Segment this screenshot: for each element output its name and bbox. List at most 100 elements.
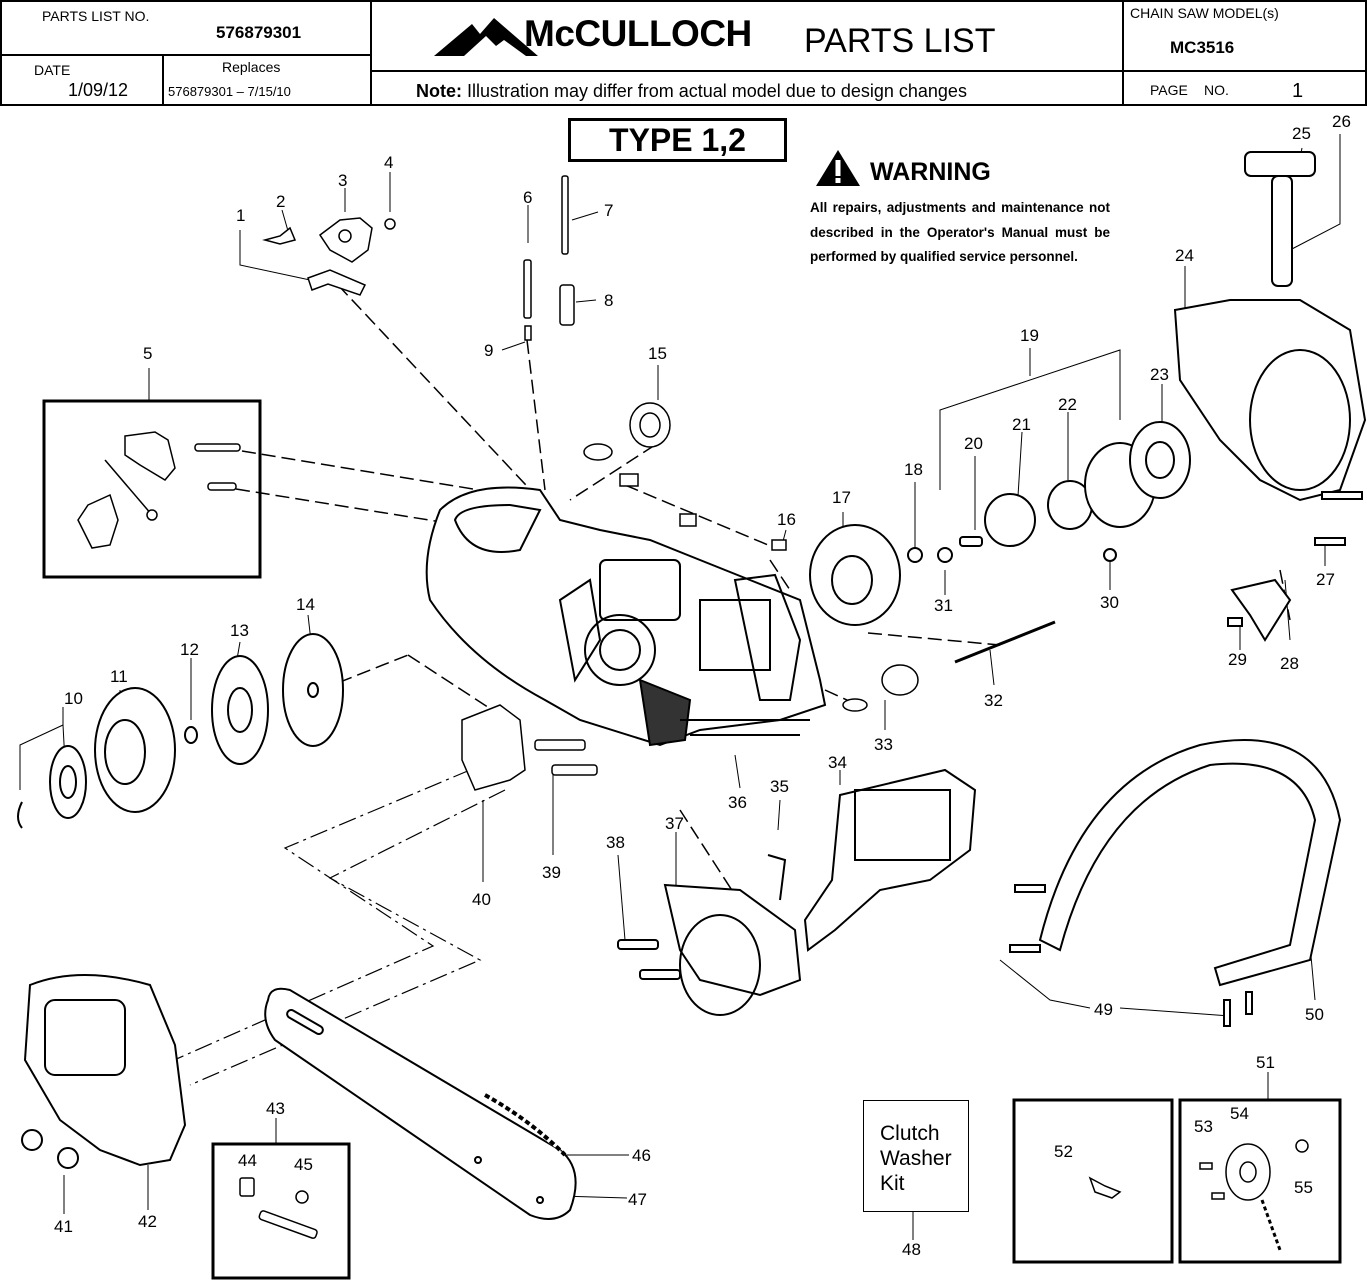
flywheel xyxy=(809,524,953,626)
part-number: 39 xyxy=(542,863,561,882)
pins xyxy=(523,175,575,341)
note-cell: Note: Illustration may differ from actua… xyxy=(370,70,1124,106)
part-number: 48 xyxy=(902,1240,921,1259)
part-number: 54 xyxy=(1230,1104,1249,1123)
parts-list-no: 576879301 xyxy=(216,23,302,42)
part-number: 13 xyxy=(230,621,249,640)
note-bold: Note: xyxy=(416,81,462,101)
part-number: 6 xyxy=(523,188,532,207)
clutch-kit-line-3: Kit xyxy=(880,1172,905,1195)
part-number: 38 xyxy=(606,833,625,852)
page-label: PAGE xyxy=(1150,82,1188,98)
part-43-contents xyxy=(239,1177,318,1239)
part-number: 20 xyxy=(964,434,983,453)
starter-housing xyxy=(1103,151,1367,642)
part-5-contents xyxy=(77,431,241,549)
part-number: 42 xyxy=(138,1212,157,1231)
part-number: 3 xyxy=(338,171,347,190)
date-label: DATE xyxy=(34,62,71,78)
guide-lines xyxy=(235,284,1291,896)
doc-title: PARTS LIST xyxy=(804,22,996,60)
part-number: 33 xyxy=(874,735,893,754)
part-number: 23 xyxy=(1150,365,1169,384)
part-number: 27 xyxy=(1316,570,1335,589)
part-number: 24 xyxy=(1175,246,1194,265)
part-number: 55 xyxy=(1294,1178,1313,1197)
part-number: 2 xyxy=(276,192,285,211)
guide-bar xyxy=(264,987,577,1220)
part-number: 53 xyxy=(1194,1117,1213,1136)
part-number: 35 xyxy=(770,777,789,796)
date-value: 1/09/12 xyxy=(68,80,129,100)
clutch-parts xyxy=(17,633,344,829)
starter-parts xyxy=(959,421,1191,547)
part-number: 4 xyxy=(384,153,393,172)
part-number: 22 xyxy=(1058,395,1077,414)
plate-and-bolts xyxy=(461,704,598,791)
warning-triangle-icon xyxy=(816,150,860,186)
part-number: 51 xyxy=(1256,1053,1275,1072)
chain-cover xyxy=(21,974,187,1169)
part-number: 25 xyxy=(1292,124,1311,143)
brand-name: McCULLOCH xyxy=(524,13,752,54)
replaces-value: 576879301 – 7/15/10 xyxy=(168,84,291,99)
mcculloch-logo-icon xyxy=(434,18,538,56)
part-43-inset-box xyxy=(211,1142,351,1280)
note-body: Illustration may differ from actual mode… xyxy=(462,81,967,101)
clutch-washer-kit-box: Clutch Washer Kit xyxy=(863,1100,969,1212)
part-number: 11 xyxy=(110,667,128,686)
part-number: 45 xyxy=(294,1155,313,1174)
part-number: 43 xyxy=(266,1099,285,1118)
part-number: 8 xyxy=(604,291,613,310)
part-51-52-contents xyxy=(1088,1139,1309,1251)
part-51-inset-box xyxy=(1178,1098,1342,1264)
part-number: 18 xyxy=(904,460,923,479)
part-number: 44 xyxy=(238,1151,257,1170)
throttle-parts xyxy=(262,217,396,296)
page-cell: PAGE NO. 1 xyxy=(1122,70,1367,106)
part-number: 14 xyxy=(296,595,315,614)
page-no-label: NO. xyxy=(1204,82,1229,98)
part-52-inset-box xyxy=(1012,1098,1174,1264)
part-number: 49 xyxy=(1094,1000,1113,1019)
front-handle xyxy=(1009,739,1342,1027)
engine-housing xyxy=(425,486,827,747)
page-number: 1 xyxy=(1292,80,1304,102)
fittings xyxy=(583,402,919,712)
part-number: 15 xyxy=(648,344,667,363)
part-number: 41 xyxy=(54,1217,73,1236)
part-number: 26 xyxy=(1332,112,1351,131)
part-number: 10 xyxy=(64,689,83,708)
part-number: 36 xyxy=(728,793,747,812)
part-number: 37 xyxy=(665,814,684,833)
part-number: 21 xyxy=(1012,415,1031,434)
replaces-label: Replaces xyxy=(222,59,281,75)
model-value: MC3516 xyxy=(1170,38,1235,57)
part-number: 28 xyxy=(1280,654,1299,673)
clutch-kit-line-2: Washer xyxy=(880,1147,952,1170)
part-number: 47 xyxy=(628,1190,647,1209)
part-number: 12 xyxy=(180,640,199,659)
type-label: TYPE 1,2 xyxy=(568,118,787,162)
model-label: CHAIN SAW MODEL(s) xyxy=(1130,5,1279,21)
clutch-kit-line-1: Clutch xyxy=(880,1122,940,1145)
part-number: 19 xyxy=(1020,326,1039,345)
part-number-labels: 1 2 3 4 5 6 7 8 9 10 11 12 13 14 15 16 1… xyxy=(54,112,1351,1259)
part-number: 50 xyxy=(1305,1005,1324,1024)
part-number: 40 xyxy=(472,890,491,909)
part-number: 29 xyxy=(1228,650,1247,669)
part-number: 7 xyxy=(604,201,613,220)
part-number: 32 xyxy=(984,691,1003,710)
part-number: 16 xyxy=(777,510,796,529)
part-number: 5 xyxy=(143,344,152,363)
warning-title: WARNING xyxy=(870,158,991,186)
chain-brake-parts xyxy=(617,768,977,1016)
rod-32 xyxy=(954,620,1056,664)
warning-text: All repairs, adjustments and maintenance… xyxy=(810,200,1110,264)
part-number: 9 xyxy=(484,341,493,360)
part-number: 1 xyxy=(236,206,245,225)
part-number: 30 xyxy=(1100,593,1119,612)
parts-list-no-label: PARTS LIST NO. xyxy=(42,8,150,24)
part-number: 17 xyxy=(832,488,851,507)
